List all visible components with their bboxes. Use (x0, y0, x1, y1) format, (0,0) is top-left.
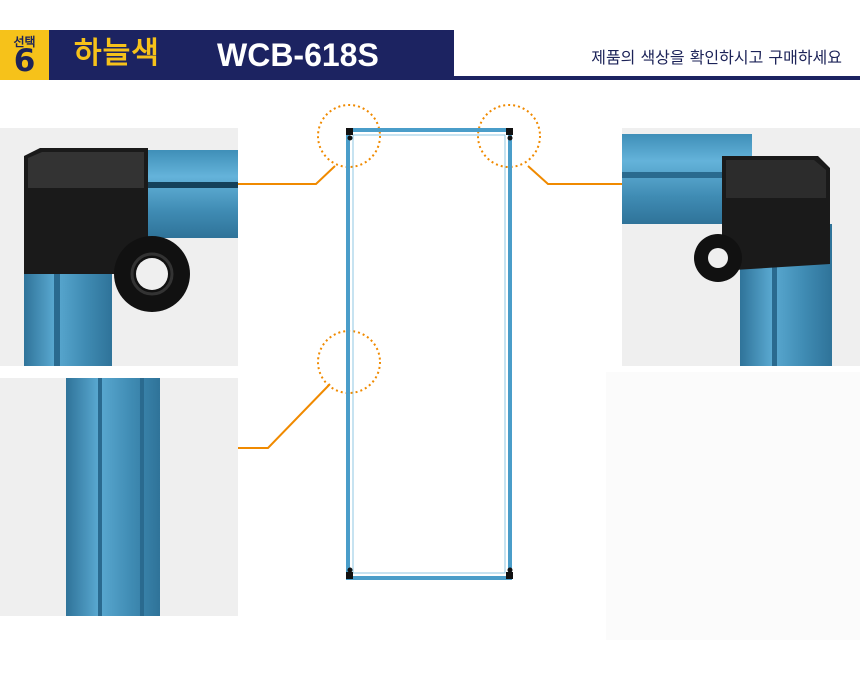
side-profile-photo (0, 378, 238, 616)
top-left-corner-photo (0, 128, 238, 366)
title-box: 하늘색 WCB-618S (49, 30, 454, 80)
blank-photo-panel (606, 372, 860, 640)
option-tag: 선택 6 (0, 30, 49, 80)
model-name: WCB-618S (217, 37, 379, 73)
option-label: 선택 (13, 35, 36, 49)
color-notice: 제품의 색상을 확인하시고 구매하세요 (591, 48, 842, 67)
whiteboard-frame-diagram (346, 128, 513, 580)
top-right-corner-photo (622, 128, 860, 366)
color-name: 하늘색 (74, 36, 160, 71)
header-rule (454, 76, 860, 80)
option-number: 6 (13, 43, 36, 79)
header-bar: 선택 6 하늘색 WCB-618S 제품의 색상을 확인하시고 구매하세요 (0, 30, 860, 80)
